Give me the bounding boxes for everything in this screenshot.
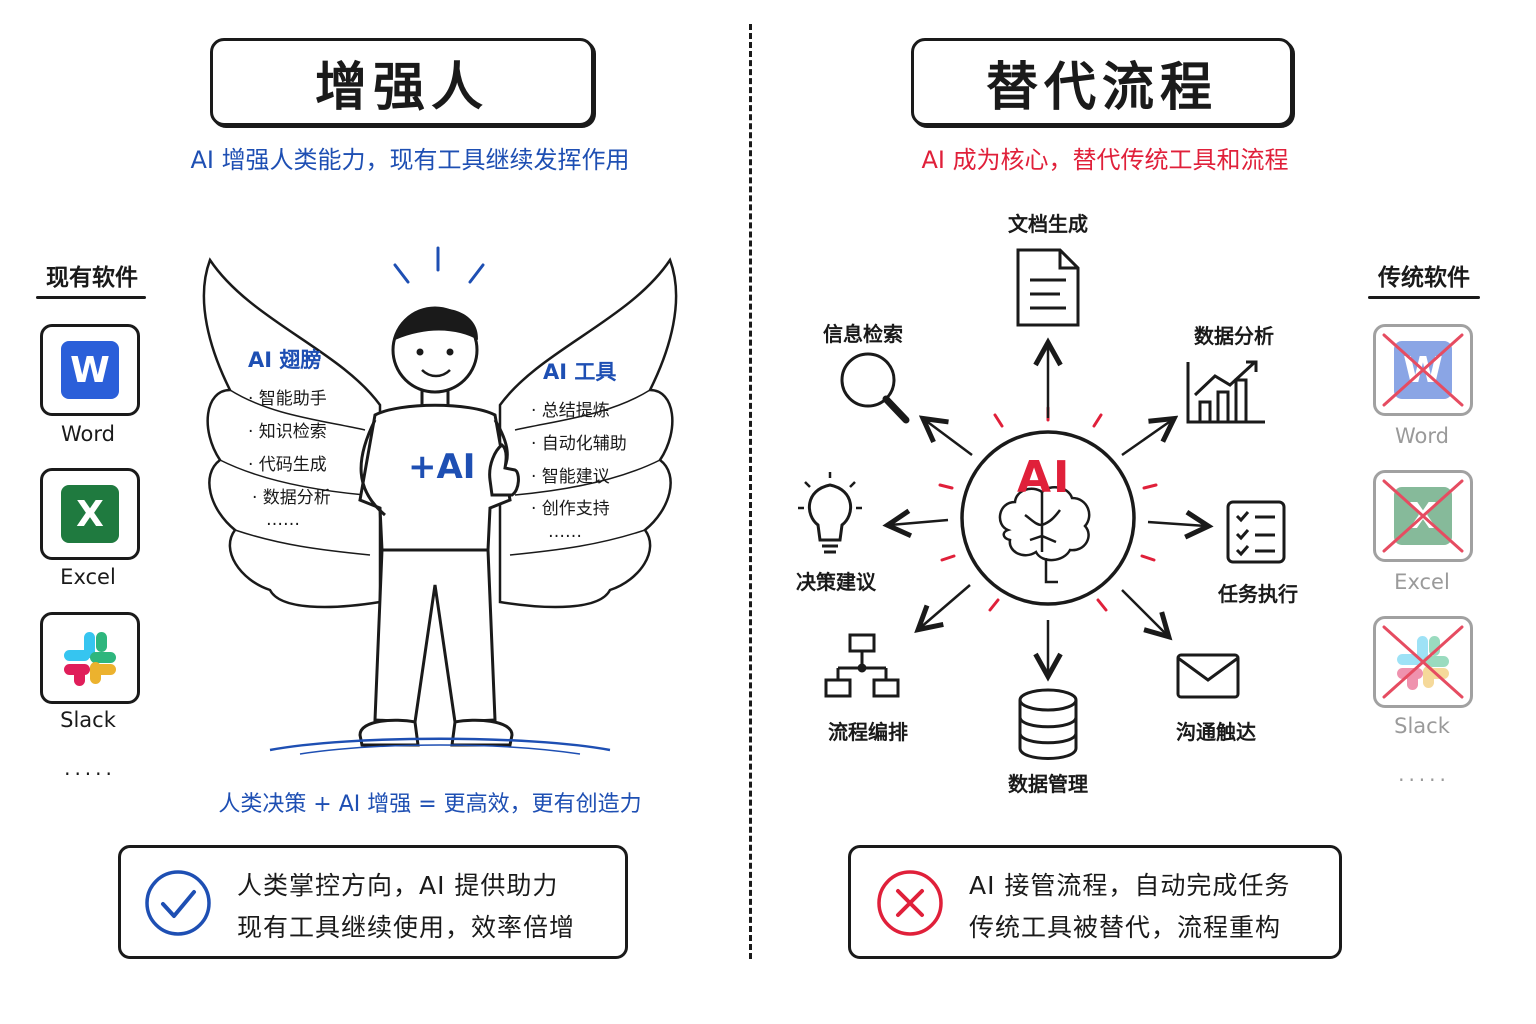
- right-wing: [498, 257, 678, 609]
- wing-left-item-4: · 数据分析: [252, 488, 331, 508]
- right-subtitle: AI 成为核心，替代传统工具和流程: [921, 146, 1289, 174]
- check-circle-icon: [145, 870, 211, 936]
- existing-software-heading: 现有软件: [46, 265, 138, 291]
- right-summary-box: AI 接管流程，自动完成任务 传统工具被替代，流程重构: [848, 845, 1342, 959]
- word-label: Word: [61, 422, 115, 446]
- left-summary-line-1: 人类掌控方向，AI 提供助力: [237, 871, 559, 900]
- magnifier-icon: [840, 352, 910, 424]
- cross-mark-icon: [1382, 625, 1464, 699]
- center-divider: [749, 24, 752, 959]
- right-summary-line-1: AI 接管流程，自动完成任务: [969, 871, 1291, 900]
- more-apps-dots: .....: [64, 756, 116, 780]
- right-title-box: 替代流程: [911, 38, 1293, 126]
- wing-left-item-2: · 知识检索: [248, 422, 327, 442]
- slack-icon: [64, 632, 116, 686]
- excel-app-tile[interactable]: X: [40, 468, 140, 560]
- bar-chart-icon: [1186, 360, 1265, 424]
- database-icon: [1018, 688, 1078, 760]
- traditional-software-heading: 传统软件: [1378, 265, 1470, 291]
- formula-text: 人类决策 + AI 增强 = 更高效，更有创造力: [218, 792, 642, 817]
- heading-underline: [1368, 296, 1480, 299]
- brain-icon: [998, 485, 1091, 584]
- node-info-search: 信息检索: [823, 322, 903, 346]
- node-decision-advice: 决策建议: [796, 570, 876, 594]
- node-data-analysis: 数据分析: [1194, 324, 1274, 348]
- ai-tools-title: AI 工具: [543, 360, 617, 384]
- checklist-icon: [1226, 500, 1286, 564]
- excel-label: Excel: [60, 565, 116, 589]
- node-flow-orchestration: 流程编排: [828, 720, 908, 744]
- wing-right-item-2: · 自动化辅助: [531, 434, 627, 454]
- ai-wing-title: AI 翅膀: [248, 348, 322, 372]
- left-title: 增强人: [314, 57, 489, 118]
- right-summary-line-2: 传统工具被替代，流程重构: [969, 913, 1282, 942]
- envelope-icon: [1176, 653, 1240, 699]
- more-apps-dots: .....: [1398, 762, 1450, 786]
- excel-app-tile-crossed[interactable]: X: [1373, 470, 1473, 562]
- excel-icon: X: [61, 485, 119, 543]
- word-app-tile-crossed[interactable]: W: [1373, 324, 1473, 416]
- flowchart-icon: [824, 633, 900, 698]
- document-icon: [1016, 248, 1080, 327]
- ai-core-circle: [960, 430, 1136, 606]
- x-circle-icon: [877, 870, 943, 936]
- wing-left-item-3: · 代码生成: [248, 455, 327, 475]
- heading-underline: [36, 296, 146, 299]
- slack-app-tile-crossed[interactable]: [1373, 616, 1473, 708]
- ai-core-label: AI: [1017, 452, 1072, 503]
- node-task-execution: 任务执行: [1218, 582, 1298, 606]
- slack-app-tile[interactable]: [40, 612, 140, 704]
- lightbulb-icon: [798, 472, 862, 554]
- wing-right-item-more: ……: [548, 522, 582, 542]
- left-summary-box: 人类掌控方向，AI 提供助力 现有工具继续使用，效率倍增: [118, 845, 628, 959]
- wing-right-item-1: · 总结提炼: [531, 401, 610, 421]
- ai-hub-diagram: [798, 248, 1286, 760]
- word-label-crossed: Word: [1395, 424, 1449, 448]
- slack-label: Slack: [60, 708, 116, 732]
- node-communication: 沟通触达: [1176, 720, 1256, 744]
- wing-left-item-1: · 智能助手: [248, 389, 327, 409]
- cross-mark-icon: [1382, 333, 1464, 407]
- winged-person-illustration: [202, 246, 678, 755]
- node-data-management: 数据管理: [1008, 772, 1088, 796]
- wing-right-item-3: · 智能建议: [531, 467, 610, 487]
- slack-label-crossed: Slack: [1394, 714, 1450, 738]
- cross-mark-icon: [1382, 479, 1464, 553]
- left-title-box: 增强人: [210, 38, 594, 126]
- wing-right-item-4: · 创作支持: [531, 499, 610, 519]
- word-app-tile[interactable]: W: [40, 324, 140, 416]
- word-icon: W: [61, 341, 119, 399]
- left-summary-line-2: 现有工具继续使用，效率倍增: [237, 913, 576, 942]
- left-subtitle: AI 增强人类能力，现有工具继续发挥作用: [190, 146, 630, 174]
- left-wing: [202, 257, 382, 609]
- wing-left-item-more: ……: [266, 510, 300, 530]
- right-title: 替代流程: [985, 57, 1218, 118]
- excel-label-crossed: Excel: [1394, 570, 1450, 594]
- shirt-text: +AI: [408, 447, 476, 487]
- node-doc-generation: 文档生成: [1008, 212, 1088, 236]
